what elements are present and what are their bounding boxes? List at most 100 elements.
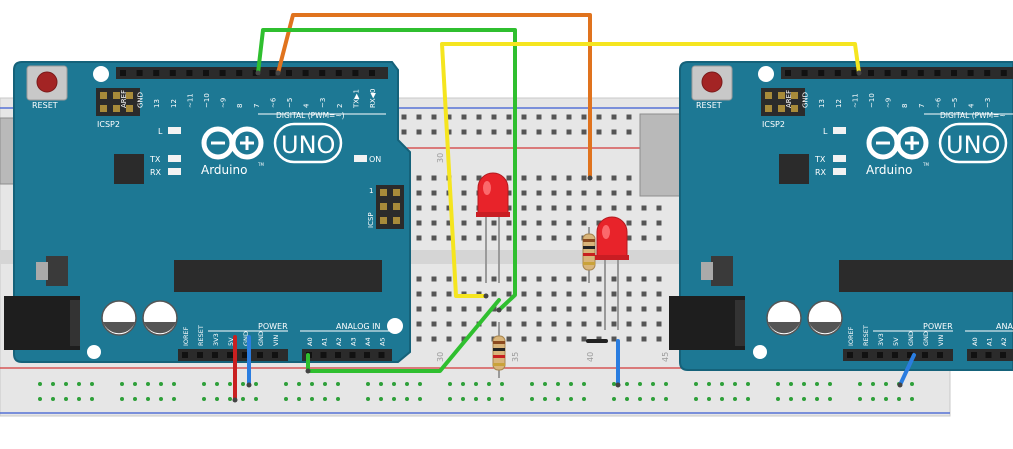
- pin-label: 8: [901, 104, 909, 108]
- pin-label: VIN: [937, 335, 945, 346]
- pin-label: ~9: [885, 98, 893, 108]
- red-led-2[interactable]: [595, 216, 629, 330]
- pin-label: A5: [379, 337, 387, 346]
- pin-label: GND: [802, 92, 810, 108]
- pin-label: A2: [1000, 337, 1008, 346]
- mounting-hole: [753, 345, 767, 359]
- resistor-top[interactable]: [582, 227, 596, 283]
- l-label: L: [158, 127, 163, 136]
- icsp2-label: ICSP2: [97, 120, 120, 129]
- pin-label: A0: [971, 337, 979, 346]
- reset-label: RESET: [696, 101, 722, 110]
- trademark-label: TM: [257, 162, 264, 167]
- pin-label: RESET: [862, 325, 870, 346]
- pin-label: A1: [321, 337, 329, 346]
- reset-button-cap[interactable]: [36, 71, 58, 93]
- atmega-chip: [174, 260, 382, 292]
- resistor-bottom[interactable]: [492, 322, 506, 378]
- analog-header-label: ANALOG IN: [336, 322, 381, 331]
- pin-label: A2: [335, 337, 343, 346]
- arduino-label: Arduino: [866, 163, 912, 177]
- pin-label: 4: [303, 103, 311, 108]
- blue-ground-wire-right[interactable]: [898, 353, 916, 387]
- l-label: L: [823, 127, 828, 136]
- rx-led: [168, 168, 181, 175]
- l-led: [168, 127, 181, 134]
- pin-label: GND: [257, 331, 265, 346]
- mounting-hole: [87, 345, 101, 359]
- pin-label: 2: [336, 104, 344, 108]
- pin-label: 12: [835, 99, 843, 108]
- rx-label: RX: [150, 168, 162, 177]
- green-wire-pin8[interactable]: [256, 28, 517, 312]
- column-number-30-bottom: 30: [436, 352, 445, 362]
- pin-label: 3V3: [212, 333, 220, 346]
- pin-label: ~10: [203, 93, 211, 108]
- pin-label: 3V3: [877, 333, 885, 346]
- arduino-label: Arduino: [201, 163, 247, 177]
- mounting-hole: [387, 318, 403, 334]
- on-label: ON: [369, 155, 381, 164]
- pin-label: 13: [818, 99, 826, 108]
- pin-label: A4: [364, 337, 372, 346]
- rail-holes: [38, 114, 914, 401]
- pin-label: 8: [236, 104, 244, 108]
- analog-header-label: ANALOG: [996, 322, 1013, 331]
- pin-label: ~5: [286, 98, 294, 108]
- column-number-30-top: 30: [436, 153, 445, 163]
- orange-wire[interactable]: [276, 13, 592, 180]
- digital-header-label: DIGITAL (PWM=~: [940, 111, 1006, 120]
- digital-header: [781, 67, 1013, 79]
- regulator-tab: [36, 262, 48, 280]
- voltage-regulator: [46, 256, 68, 286]
- uno-label: UNO: [281, 131, 335, 159]
- pin-label: 12: [170, 99, 178, 108]
- power-jack: [669, 296, 745, 350]
- icsp-label: ICSP: [367, 212, 375, 228]
- reset-button-cap[interactable]: [701, 71, 723, 93]
- pin-label: RESET: [197, 325, 205, 346]
- pin-label: ~10: [868, 93, 876, 108]
- board-pcb: [679, 61, 1013, 371]
- pin-label: 5V: [227, 337, 235, 346]
- yellow-wire[interactable]: [440, 42, 861, 298]
- arduino-logo: [201, 126, 264, 160]
- arduino-logo: [866, 126, 929, 160]
- pin-label: ~3: [984, 98, 992, 108]
- pin-label: 7: [918, 104, 926, 108]
- mounting-hole: [758, 66, 774, 82]
- icsp2-label: ICSP2: [762, 120, 785, 129]
- green-wire-a0[interactable]: [306, 298, 501, 373]
- power-jack: [4, 296, 80, 350]
- pin-label: ~5: [951, 98, 959, 108]
- uno-label: UNO: [946, 131, 1000, 159]
- pin-label: ~3: [319, 98, 327, 108]
- usb-chip: [779, 154, 809, 184]
- digital-header-label: DIGITAL (PWM=~): [276, 111, 345, 120]
- pin-label: GND: [242, 331, 250, 346]
- mounting-hole: [93, 66, 109, 82]
- tx-led: [833, 155, 846, 162]
- red-led-1[interactable]: [476, 172, 510, 283]
- usb-chip: [114, 154, 144, 184]
- pin-label: AREF: [120, 90, 128, 108]
- voltage-regulator: [711, 256, 733, 286]
- pin-label: ~6: [934, 97, 942, 108]
- rx-label: RX: [815, 168, 827, 177]
- pin-label: RX◀0: [369, 89, 377, 109]
- uno-badge: [938, 122, 1008, 164]
- reset-label: RESET: [32, 101, 58, 110]
- trademark-label: TM: [922, 162, 929, 167]
- pin-label: GND: [922, 331, 930, 346]
- rx-led: [833, 168, 846, 175]
- pin-label: ~11: [851, 93, 859, 108]
- pin-label: 7: [253, 104, 261, 108]
- tx-label: TX: [149, 155, 161, 164]
